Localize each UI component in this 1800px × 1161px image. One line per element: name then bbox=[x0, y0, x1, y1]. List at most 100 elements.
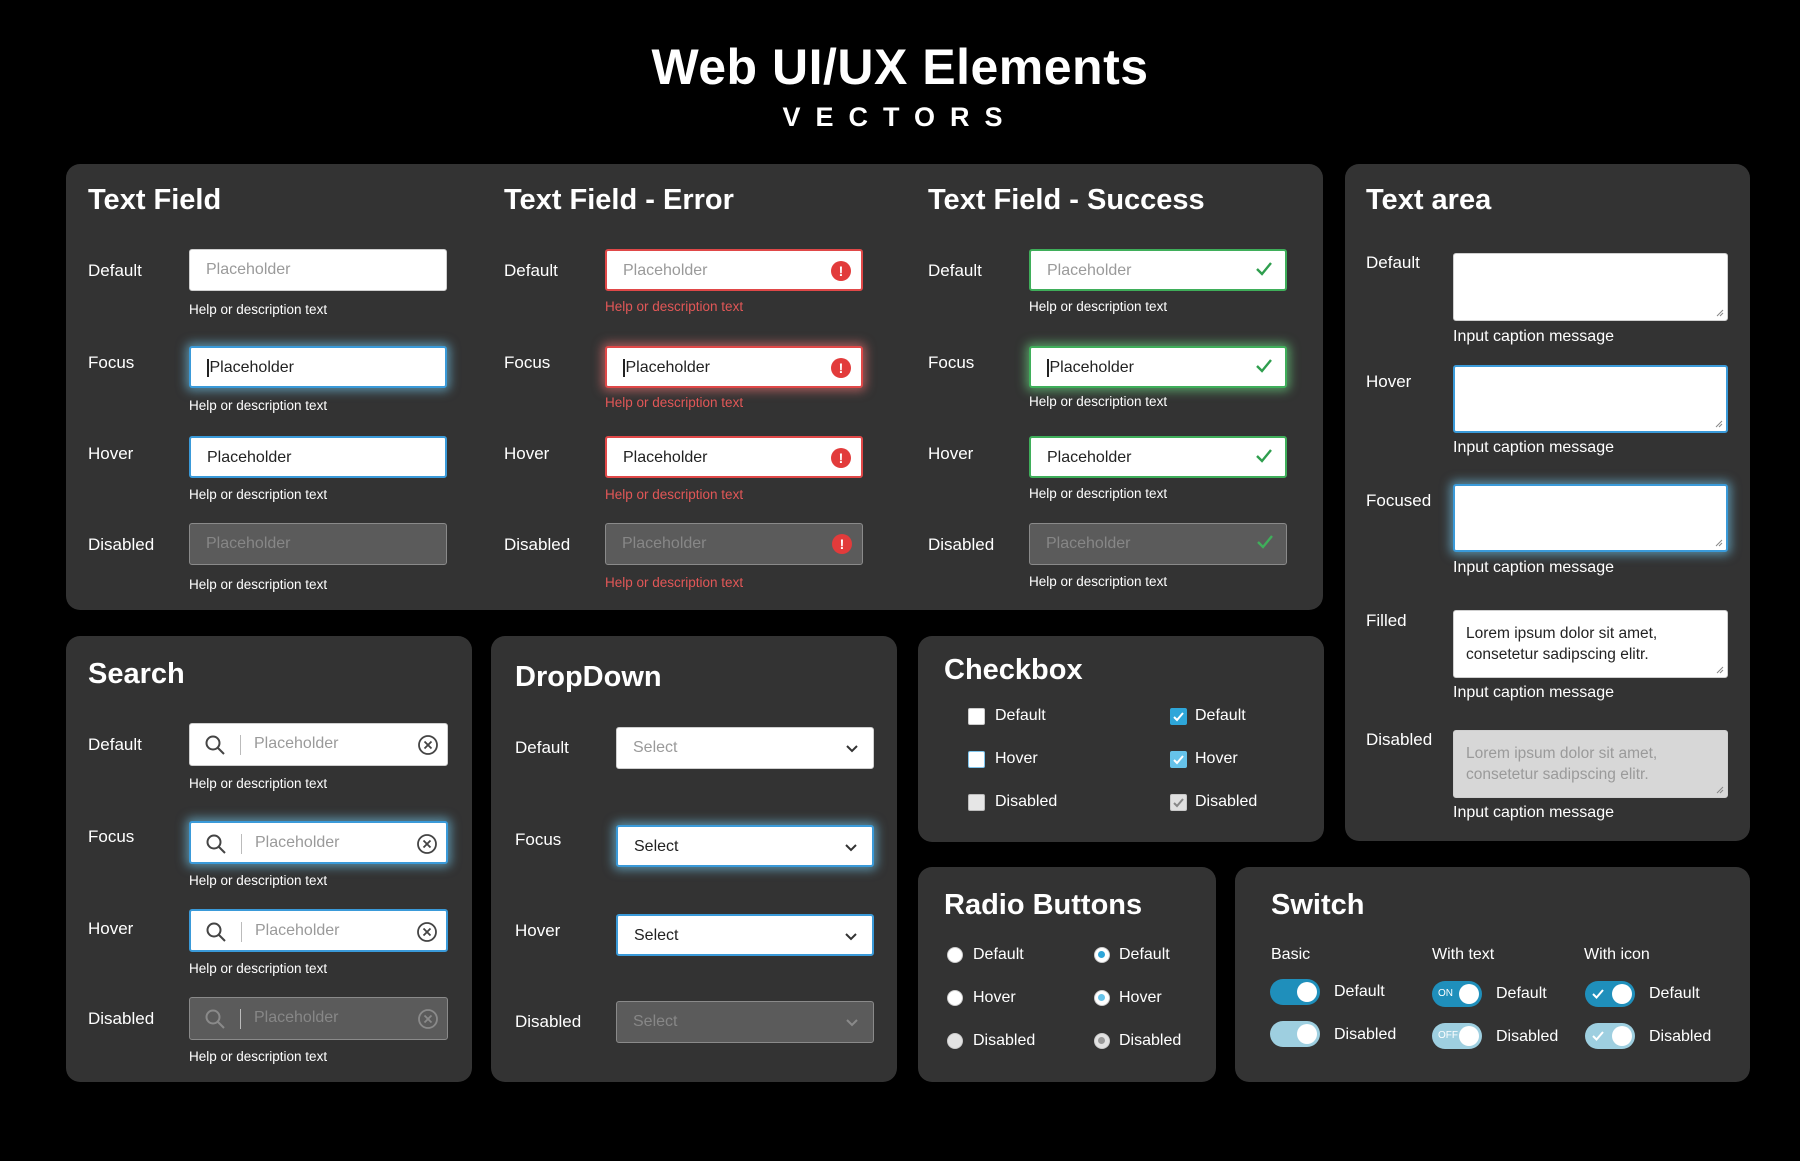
search-icon bbox=[205, 1009, 225, 1029]
success-field-hover[interactable]: Placeholder bbox=[1029, 436, 1287, 478]
success-field-focus[interactable]: Placeholder bbox=[1029, 346, 1287, 388]
checkmark-icon bbox=[1592, 989, 1604, 999]
radio-label: Default bbox=[973, 946, 1024, 963]
radio-selected-default[interactable] bbox=[1094, 947, 1110, 963]
error-label-focus: Focus bbox=[504, 353, 551, 372]
error-help-default: Help or description text bbox=[605, 299, 744, 314]
checkmark-icon bbox=[1592, 1031, 1604, 1041]
switch-text-default[interactable]: ON bbox=[1432, 981, 1482, 1007]
clear-icon[interactable] bbox=[417, 734, 439, 756]
radio-selected-hover[interactable] bbox=[1094, 990, 1110, 1006]
dropdown-default[interactable]: Select bbox=[616, 727, 874, 769]
resize-grip-icon bbox=[1716, 666, 1724, 674]
error-help-focus: Help or description text bbox=[605, 395, 744, 410]
radio-label: Disabled bbox=[973, 1032, 1036, 1049]
radio-panel bbox=[918, 867, 1216, 1082]
radio-unselected-default[interactable] bbox=[947, 947, 963, 963]
dropdown-disabled: Select bbox=[616, 1001, 874, 1043]
text-field-focus[interactable]: Placeholder bbox=[189, 346, 447, 388]
text-area-hover[interactable] bbox=[1453, 365, 1728, 433]
chevron-down-icon bbox=[846, 1019, 858, 1027]
dropdown-hover[interactable]: Select bbox=[616, 914, 874, 956]
text-field-hover[interactable]: Placeholder bbox=[189, 436, 447, 478]
resize-grip-icon bbox=[1715, 539, 1723, 547]
switch-heading-basic: Basic bbox=[1271, 946, 1311, 963]
switch-basic-default[interactable] bbox=[1270, 979, 1320, 1005]
checkmark-icon bbox=[1256, 359, 1272, 373]
checkbox-unchecked-hover[interactable] bbox=[968, 751, 985, 768]
success-label-disabled: Disabled bbox=[928, 535, 995, 554]
resize-grip-icon bbox=[1716, 309, 1724, 317]
switch-icon-default[interactable] bbox=[1585, 981, 1635, 1007]
search-help-hover: Help or description text bbox=[189, 961, 328, 976]
success-label-default: Default bbox=[928, 261, 982, 280]
success-help-disabled: Help or description text bbox=[1029, 574, 1168, 589]
error-field-focus[interactable]: Placeholder! bbox=[605, 346, 863, 388]
dropdown-label-default: Default bbox=[515, 738, 569, 757]
success-help-default: Help or description text bbox=[1029, 299, 1168, 314]
success-field-default[interactable]: Placeholder bbox=[1029, 249, 1287, 291]
text-field-help-hover: Help or description text bbox=[189, 487, 328, 502]
search-label-default: Default bbox=[88, 735, 142, 754]
radio-selected-disabled bbox=[1094, 1033, 1110, 1049]
radio-unselected-hover[interactable] bbox=[947, 990, 963, 1006]
text-field-help-disabled: Help or description text bbox=[189, 577, 328, 592]
text-area-default[interactable] bbox=[1453, 253, 1728, 321]
switch-label: Disabled bbox=[1334, 1026, 1397, 1043]
checkbox-unchecked-default[interactable] bbox=[968, 708, 985, 725]
dropdown-label-focus: Focus bbox=[515, 830, 562, 849]
switch-basic-disabled bbox=[1270, 1021, 1320, 1047]
text-field-label-focus: Focus bbox=[88, 353, 135, 372]
radio-unselected-disabled bbox=[947, 1033, 963, 1049]
text-field-success-title: Text Field - Success bbox=[928, 184, 1205, 216]
text-field-error-title: Text Field - Error bbox=[504, 184, 734, 216]
dropdown-focus[interactable]: Select bbox=[616, 825, 874, 867]
text-area-filled[interactable]: Lorem ipsum dolor sit amet, consetetur s… bbox=[1453, 610, 1728, 678]
text-field-default[interactable]: Placeholder bbox=[189, 249, 447, 291]
success-help-hover: Help or description text bbox=[1029, 486, 1168, 501]
error-field-default[interactable]: Placeholder! bbox=[605, 249, 863, 291]
checkbox-checked-hover[interactable] bbox=[1170, 751, 1187, 768]
checkmark-icon bbox=[1257, 535, 1273, 549]
search-title: Search bbox=[88, 658, 185, 690]
switch-label: Default bbox=[1334, 983, 1385, 1000]
search-input-hover[interactable]: Placeholder bbox=[189, 909, 448, 952]
checkbox-checked-disabled bbox=[1170, 794, 1187, 811]
text-field-label-default: Default bbox=[88, 261, 142, 280]
error-help-disabled: Help or description text bbox=[605, 575, 744, 590]
text-area-caption-filled: Input caption message bbox=[1453, 684, 1614, 701]
search-help-disabled: Help or description text bbox=[189, 1049, 328, 1064]
chevron-down-icon bbox=[845, 844, 857, 852]
text-area-label-focused: Focused bbox=[1366, 491, 1432, 510]
search-input-default[interactable]: Placeholder bbox=[189, 723, 448, 766]
text-area-label-default: Default bbox=[1366, 253, 1420, 272]
error-help-hover: Help or description text bbox=[605, 487, 744, 502]
switch-label: Disabled bbox=[1496, 1028, 1559, 1045]
checkbox-label: Disabled bbox=[1195, 793, 1258, 810]
search-label-focus: Focus bbox=[88, 827, 135, 846]
switch-label: Disabled bbox=[1649, 1028, 1712, 1045]
clear-icon[interactable] bbox=[416, 921, 438, 943]
switch-label: Default bbox=[1496, 985, 1547, 1002]
error-icon: ! bbox=[831, 448, 851, 468]
text-area-focused[interactable] bbox=[1453, 484, 1728, 552]
clear-icon[interactable] bbox=[416, 833, 438, 855]
switch-label: Default bbox=[1649, 985, 1700, 1002]
text-area-caption-default: Input caption message bbox=[1453, 328, 1614, 345]
dropdown-label-hover: Hover bbox=[515, 921, 561, 940]
checkbox-unchecked-disabled bbox=[968, 794, 985, 811]
checkbox-panel bbox=[918, 636, 1324, 842]
text-area-label-hover: Hover bbox=[1366, 372, 1412, 391]
radio-label: Default bbox=[1119, 946, 1170, 963]
chevron-down-icon bbox=[846, 745, 858, 753]
search-input-focus[interactable]: Placeholder bbox=[189, 821, 448, 864]
checkmark-icon bbox=[1256, 449, 1272, 463]
error-icon: ! bbox=[831, 261, 851, 281]
search-help-default: Help or description text bbox=[189, 776, 328, 791]
error-field-hover[interactable]: Placeholder! bbox=[605, 436, 863, 478]
text-field-label-hover: Hover bbox=[88, 444, 134, 463]
dropdown-label-disabled: Disabled bbox=[515, 1012, 582, 1031]
checkbox-checked-default[interactable] bbox=[1170, 708, 1187, 725]
page-subtitle: VECTORS bbox=[782, 102, 1018, 132]
search-icon bbox=[206, 834, 226, 854]
